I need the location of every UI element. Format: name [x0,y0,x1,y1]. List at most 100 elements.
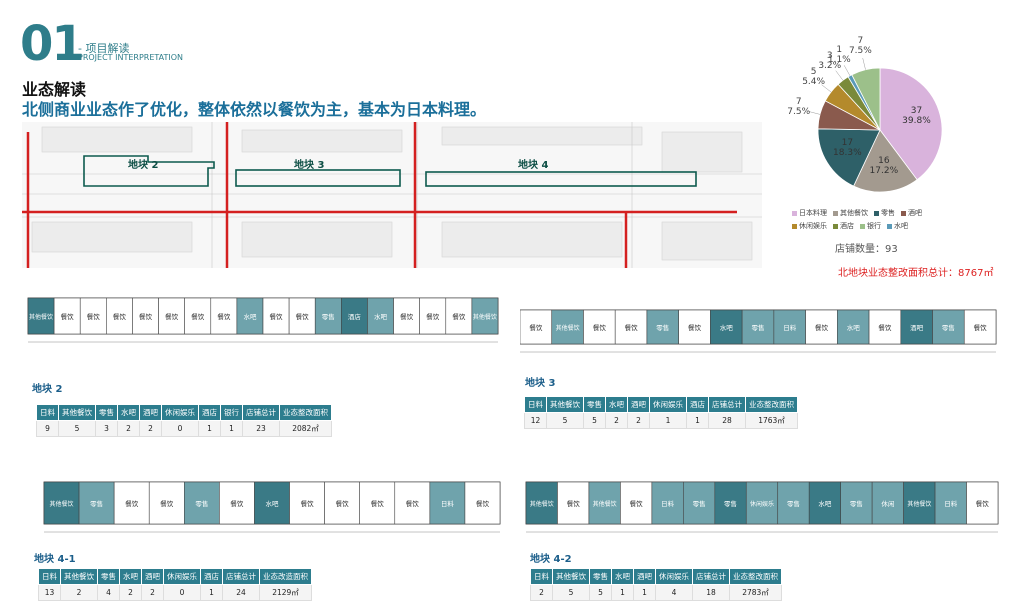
table-header-row: 日料其他餐饮零售水吧酒吧休闲娱乐店铺总计业态整改面积 [530,568,782,585]
table-header-cell: 酒吧 [627,396,650,413]
table-cell: 1 [649,412,687,429]
table-header-cell: 店铺总计 [708,396,746,413]
store-unit [745,481,779,525]
table-cell: 18 [692,584,730,601]
store-unit [394,481,431,525]
legend-label: 日本料理 [799,209,827,217]
legend-label: 休闲娱乐 [799,222,827,230]
store-unit [588,481,621,525]
store-unit-label: 餐饮 [113,312,127,321]
table-header-row: 日料其他餐饮零售水吧酒吧休闲娱乐酒店银行店铺总计业态整改面积 [36,404,332,421]
table-cell: 9 [36,420,59,437]
pie-label-pct: 3.2% [818,60,842,71]
section-subtitle-en: PROJECT INTERPRETATION [78,53,184,62]
pie-legend: 日本料理其他餐饮零售酒吧休闲娱乐酒店银行水吧 [792,208,1022,234]
store-unit [773,309,806,345]
store-unit-label: 餐饮 [452,312,466,321]
store-unit-label: 水吧 [847,323,861,332]
table-header-cell: 零售 [97,568,120,585]
store-unit [934,481,967,525]
section-subtitle-cn: - 项目解读 [78,42,130,55]
table-cell: 23 [242,420,280,437]
page-headline: 北侧商业业态作了优化，整体依然以餐饮为主，基本为日本料理。 [22,100,487,119]
store-unit [27,297,55,335]
store-unit-label: 其他餐饮 [530,500,554,508]
store-unit-label: 零售 [942,323,955,332]
table-header-cell: 酒店 [198,404,221,421]
legend-swatch [833,223,838,229]
table-header-row: 日料其他餐饮零售水吧酒吧休闲娱乐酒店店铺总计业态整改面积 [524,396,798,413]
legend-item: 休闲娱乐 [792,221,827,231]
table-cell: 2 [605,412,628,429]
table-header-cell: 银行 [220,404,243,421]
legend-label: 零售 [881,209,895,217]
table-header-cell: 水吧 [611,568,634,585]
pie-label-count: 17 [841,138,854,149]
pie-label-pct: 7.5% [848,46,872,57]
store-unit [614,309,648,345]
store-unit-label: 日料 [783,323,797,332]
pie-label-count: 7 [857,36,864,47]
store-unit [683,481,716,525]
store-unit-label: 餐饮 [217,312,231,321]
table-header-cell: 休闲娱乐 [161,404,199,421]
store-unit [837,309,870,345]
floor-plan-2: 其他餐饮餐饮餐饮餐饮餐饮餐饮餐饮餐饮水吧餐饮餐饮零售酒店水吧餐饮餐饮餐饮其他餐饮 [10,276,502,368]
store-unit [78,481,115,525]
plan-drawing: 其他餐饮餐饮其他餐饮餐饮日料零售零售休闲娱乐零售水吧零售休闲其他餐饮日料餐饮 [525,481,999,533]
table-cell: 0 [163,584,201,601]
table-header-cell: 日料 [36,404,59,421]
store-unit-label: 酒店 [348,312,362,321]
table-cell: 2 [119,584,142,601]
store-unit-label: 零售 [752,323,765,332]
table-header-cell: 水吧 [117,404,140,421]
store-unit [620,481,653,525]
table-header-cell: 酒店 [686,396,709,413]
table-cell: 1 [220,420,243,437]
store-unit [184,481,220,525]
legend-swatch [833,210,838,216]
store-unit [557,481,590,525]
store-unit-label: 零售 [90,499,103,508]
table-cell: 12 [524,412,547,429]
table-header-cell: 其他餐饮 [552,568,590,585]
table-header-cell: 店铺总计 [692,568,730,585]
store-unit [289,481,325,525]
table-header-cell: 其他餐饮 [58,404,96,421]
table-header-cell: 水吧 [119,568,142,585]
pie-label-pct: 5.4% [802,76,826,87]
legend-label: 酒吧 [908,209,922,217]
table-header-cell: 酒吧 [141,568,164,585]
store-unit-label: 零售 [724,499,737,508]
store-unit [79,297,107,335]
store-unit-label: 餐饮 [371,499,385,508]
table-cell: 5 [552,584,590,601]
store-unit-label: 餐饮 [160,499,174,508]
table-header-cell: 其他餐饮 [60,568,98,585]
pie-leader-5 [835,70,844,81]
pie-leader-6 [843,65,851,76]
store-unit [471,297,499,335]
pie-leader-3 [808,111,821,115]
store-unit-label: 餐饮 [61,312,75,321]
table-cell: 2082㎡ [279,420,332,437]
plan-title-2: 地块 2 [32,384,63,395]
store-unit-label: 其他餐饮 [50,500,74,508]
pie-slice-2 [817,128,881,187]
legend-item: 日本料理 [792,208,827,218]
store-unit [805,309,838,345]
store-unit-label: 零售 [656,323,669,332]
store-unit [419,297,447,335]
table-cell: 24 [222,584,260,601]
legend-item: 水吧 [887,221,908,231]
store-unit-label: 零售 [322,312,335,321]
table-header-cell: 店铺总计 [222,568,260,585]
store-unit [148,481,185,525]
